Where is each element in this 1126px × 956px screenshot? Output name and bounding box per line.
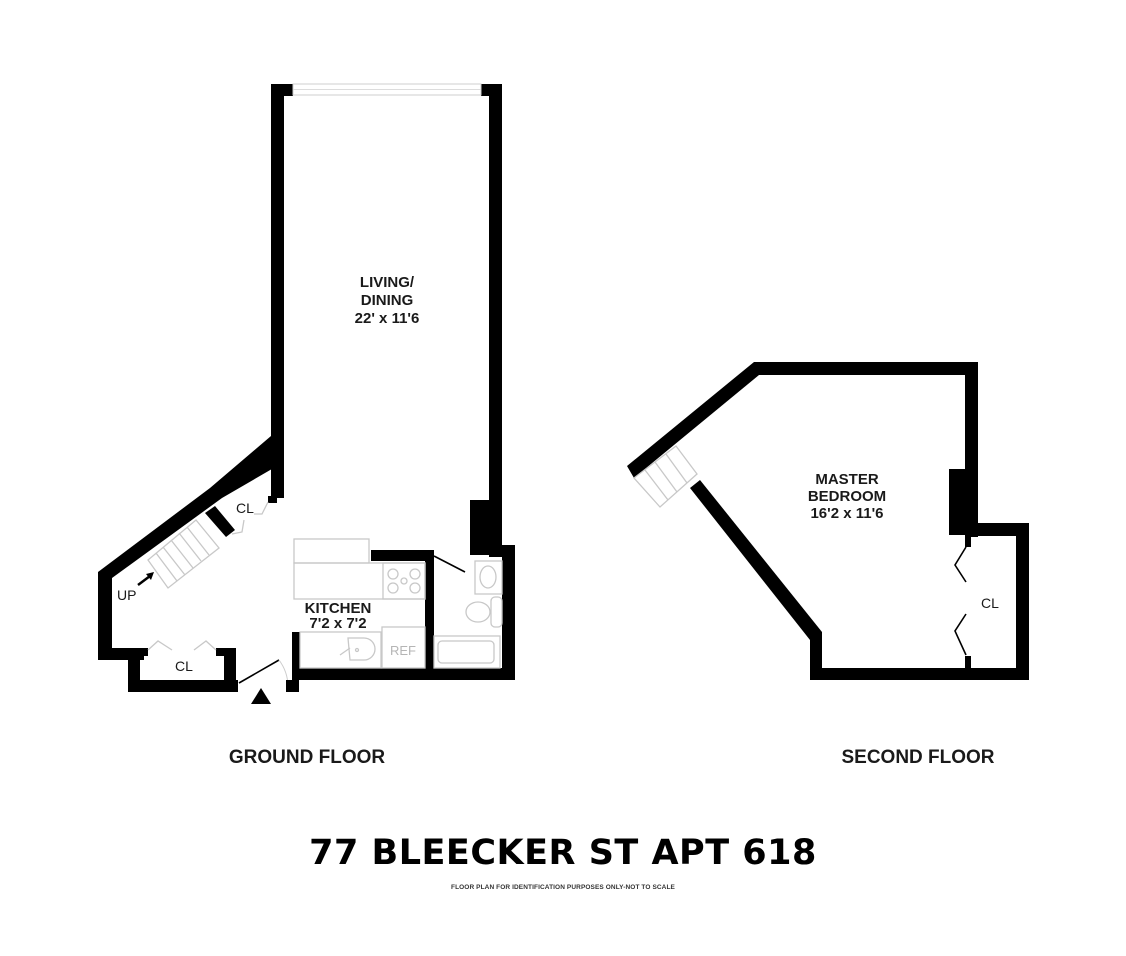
entry-door [238,659,289,687]
second-floor-plan: CL MASTER BEDROOM 16'2 x 11'6 SECOND FLO… [627,362,1029,768]
diagonal-west-wall [98,436,284,660]
bedroom-name-line2: BEDROOM [808,488,886,505]
closet-jamb-left [140,648,148,656]
closet-jamb-top [965,535,971,547]
toilet-icon [465,596,503,628]
kitchen-lower-counter [299,631,382,669]
stair-up-label: UP [117,587,136,603]
second-floor-caption: SECOND FLOOR [841,747,994,768]
closet-partition [205,506,235,537]
closet-door-bottom [954,613,967,656]
living-left-wall [271,84,284,454]
top-wall-left-stub [271,84,293,96]
closet-jamb-bottom [965,656,971,669]
kitchen-dimensions: 7'2 x 7'2 [309,615,366,632]
closet-right-wall-bottom [224,648,236,692]
sink-icon [339,637,376,661]
bedroom-name-line1: MASTER [815,471,879,488]
south-wall-left [128,680,238,692]
kitchen-bath-partition [425,550,434,674]
address-title: 77 BLEECKER ST APT 618 [309,833,817,873]
closet-bifold-door-right [193,640,217,651]
kitchen-north-wall [371,550,433,561]
ground-closet-label-2: CL [236,500,254,516]
south-wall-right [292,668,515,680]
second-closet-label: CL [981,595,999,611]
bath-door [433,555,466,573]
refrigerator-icon [381,626,426,669]
closet-north-wall [965,523,1029,536]
bedroom-diagonal-wall [690,480,822,640]
staircase [147,519,220,589]
closet-bifold-door-left [147,640,173,651]
second-floor-staircase [633,445,698,508]
closet-door-top [954,546,967,583]
bath-east-wall [502,545,515,680]
ground-closet-label-1: CL [175,658,193,674]
stove-icon [382,562,426,600]
stair-up-arrow-icon [137,572,154,586]
bathtub-icon [433,635,501,669]
living-right-wall [489,84,502,500]
closet-right-wall [271,454,284,498]
kitchen-left-stub [292,632,300,672]
top-wall-right-stub [481,84,502,96]
living-room-dimensions: 22' x 11'6 [355,310,420,327]
bedroom-dimensions: 16'2 x 11'6 [810,505,883,522]
kitchen-name: KITCHEN [305,600,372,617]
closet-door-swing [254,501,269,515]
bedroom-south-wall [810,668,1029,680]
entry-jamb [286,680,299,692]
entry-triangle-icon [251,688,271,704]
bedroom-southwest-stub [810,632,822,680]
living-room-name-line1: LIVING/ [360,274,415,291]
ground-floor-caption: GROUND FLOOR [229,747,385,768]
refrigerator-label: REF [390,643,416,658]
disclaimer-text: FLOOR PLAN FOR IDENTIFICATION PURPOSES O… [451,884,675,891]
ground-floor-plan: UP CL CL [98,83,515,768]
closet-jamb-right [216,648,226,656]
closet-door-jamb [268,496,277,503]
closet-east-wall [1016,523,1029,680]
living-room-name-line2: DINING [361,292,414,309]
bathroom-sink-icon [474,560,503,595]
bedroom-north-wall [627,362,978,478]
kitchen-counter [293,538,426,600]
closet-door-swing-2 [231,519,245,535]
bath-north-ledge [489,545,515,557]
window [292,83,482,96]
